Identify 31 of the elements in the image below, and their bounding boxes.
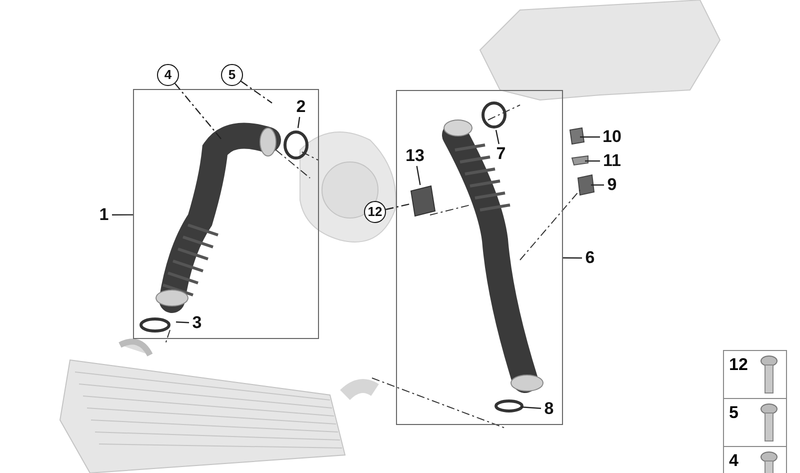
- callout-number: 9: [604, 175, 620, 195]
- leader-line: [495, 130, 500, 144]
- leader-line: [585, 160, 600, 162]
- callout-number: 3: [189, 313, 205, 333]
- callout-number: 11: [600, 151, 624, 171]
- callout-number: 8: [541, 399, 557, 419]
- callout-number: 10: [600, 127, 624, 147]
- leader-line: [520, 406, 542, 409]
- part-number: 12: [729, 355, 748, 375]
- callout-number: 13: [403, 146, 427, 166]
- callout-number: 2: [293, 97, 309, 117]
- leader-line: [563, 257, 582, 259]
- callout-number: 6: [582, 248, 598, 268]
- leader-line: [591, 184, 604, 186]
- callout-number: 1: [96, 205, 112, 225]
- leader-line: [112, 214, 133, 216]
- leader-line: [240, 80, 272, 104]
- callout-number: 4: [157, 64, 179, 86]
- callout-number: 5: [221, 64, 243, 86]
- leader-line: [416, 166, 421, 186]
- part-number: 4: [729, 451, 738, 471]
- leader-line: [176, 321, 190, 324]
- group-frame: [133, 89, 319, 339]
- leader-line: [297, 116, 300, 128]
- leader-line: [386, 203, 410, 210]
- leader-line: [174, 83, 222, 140]
- leader-line: [580, 136, 600, 138]
- callout-number: 7: [493, 144, 509, 164]
- group-frame: [396, 90, 563, 425]
- duct-part-drawing: [410, 185, 436, 217]
- part-number: 5: [729, 403, 738, 423]
